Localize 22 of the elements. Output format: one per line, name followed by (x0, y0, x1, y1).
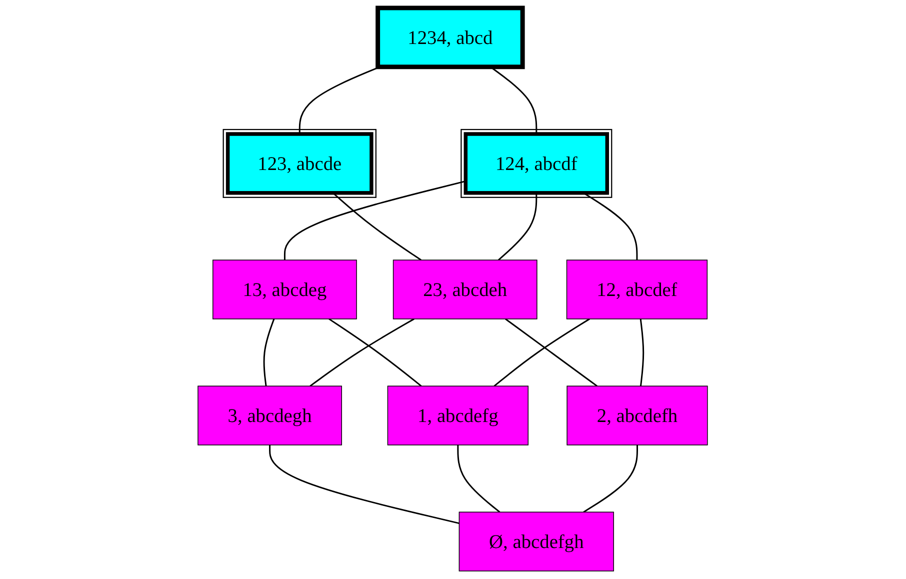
connector (269, 445, 460, 524)
connector (640, 318, 644, 386)
connector (498, 192, 538, 261)
connector (505, 318, 598, 387)
connector (310, 318, 415, 387)
node-box: 1234, abcd (376, 6, 526, 70)
node-box: 1, abcdefg (388, 386, 529, 446)
connector (457, 445, 500, 513)
connector (332, 192, 422, 261)
node-box: 13, abcdeg (212, 260, 358, 320)
node-box: 23, abcdeh (393, 260, 538, 320)
node-box: 123, abcde (223, 128, 377, 198)
node-box: 2, abcdefh (566, 386, 708, 446)
node-box: 12, abcdef (566, 260, 708, 320)
connector (583, 192, 638, 260)
connector (328, 318, 422, 387)
node-box: 124, abcdf (460, 128, 612, 198)
node-box: 3, abcdegh (198, 386, 342, 446)
connector (264, 318, 275, 386)
connector (583, 445, 638, 513)
connector (494, 318, 590, 387)
node-box: Ø, abcdefgh (459, 512, 614, 572)
